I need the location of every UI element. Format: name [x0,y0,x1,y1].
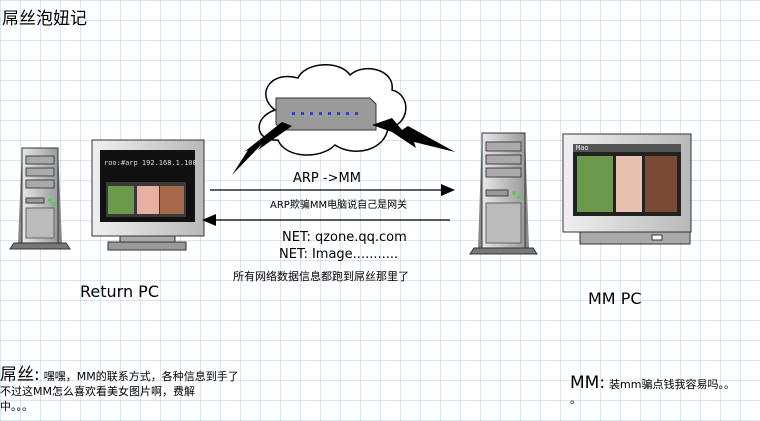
left-note-speaker: 屌丝: [0,365,40,385]
right-monitor: Mao [562,133,692,245]
left-monitor: roo:#arp 192.168.1.100 [91,139,205,251]
arp-backward-arrow [202,214,450,226]
right-note-line-1: 装mm骗点钱我容易吗。。 [609,378,735,391]
left-tower [9,147,71,250]
page-title: 屌丝泡妞记 [2,9,87,29]
right-pc-label: MM PC [588,289,642,308]
arp-backward-label: ARP欺骗MM电脑说自己是网关 [270,200,408,211]
right-note: MM:装mm骗点钱我容易吗。。 。 [570,373,760,407]
left-pc-label: Return PC [80,282,159,301]
left-note-line-1: 嘿嘿，MM的联系方式，各种信息到手了 [43,370,239,383]
traffic-line-3: 所有网络数据信息都跑到屌丝那里了 [233,270,409,283]
left-note: 屌丝:嘿嘿，MM的联系方式，各种信息到手了 不过这MM怎么喜欢看美女图片啊，费解… [0,365,300,414]
right-lightning-icon [372,118,455,152]
arp-forward-arrow [210,184,455,196]
network-cloud [258,64,407,156]
left-note-line-3: 中。。。 [0,400,33,413]
left-note-line-2: 不过这MM怎么喜欢看美女图片啊，费解 [0,385,195,398]
arp-forward-label: ARP ->MM [293,171,361,186]
traffic-line-1: NET: qzone.qq.com [282,230,407,245]
right-screen-window-title: Mao [576,144,589,152]
traffic-line-2: NET: Image........... [279,247,399,262]
left-screen-command: roo:#arp 192.168.1.100 [104,159,197,167]
right-note-speaker: MM: [570,373,606,393]
right-note-line-2: 。 [570,393,581,406]
right-tower [469,132,538,255]
left-lightning-icon [232,122,292,175]
